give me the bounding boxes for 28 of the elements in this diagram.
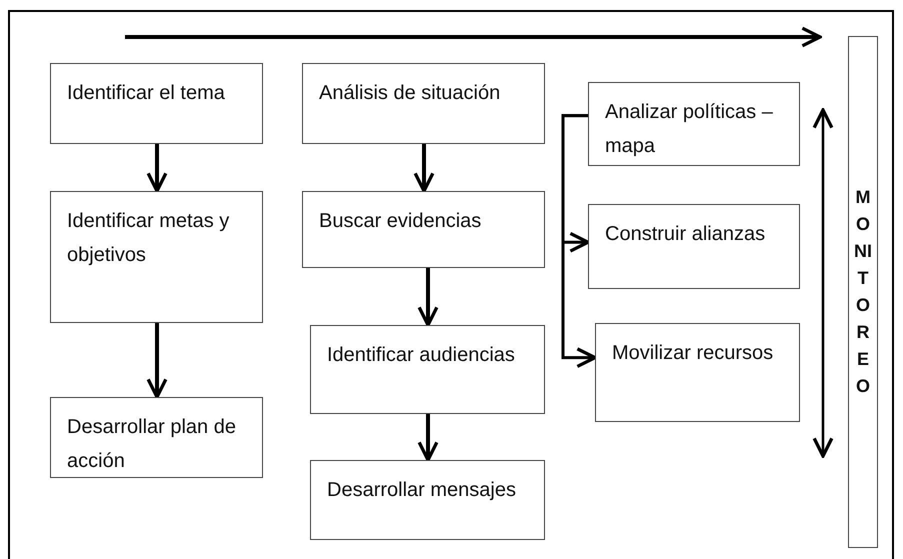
box-label: Buscar evidencias (319, 210, 482, 232)
monitoring-bar (848, 36, 878, 548)
box-label: Análisis de situación (319, 82, 500, 104)
box-label: Identificar el tema (67, 82, 225, 104)
box-label: Identificar audiencias (327, 344, 515, 366)
process-box (310, 460, 545, 540)
box-label: Desarrollar plan de acción (67, 416, 236, 472)
box-label: Identificar metas y objetivos (67, 210, 230, 266)
process-box (595, 323, 800, 422)
arrow (146, 323, 168, 399)
arrow (562, 114, 597, 368)
box-label: Desarrollar mensajes (327, 479, 516, 501)
box-label: Movilizar recursos (612, 342, 774, 364)
vertical-label: MONITOREO (854, 186, 872, 398)
process-box (50, 63, 263, 144)
process-box (302, 191, 545, 268)
process-box (50, 191, 263, 323)
arrow (146, 144, 168, 193)
arrow (414, 144, 434, 193)
process-box (302, 63, 545, 144)
arrow (418, 268, 438, 327)
box-label: Analizar políticas – mapa (605, 101, 773, 157)
process-box (588, 82, 800, 166)
process-box (310, 325, 545, 414)
process-box (588, 204, 800, 289)
process-box (50, 397, 263, 478)
arrow (418, 414, 438, 462)
box-label: Construir alianzas (605, 223, 766, 245)
